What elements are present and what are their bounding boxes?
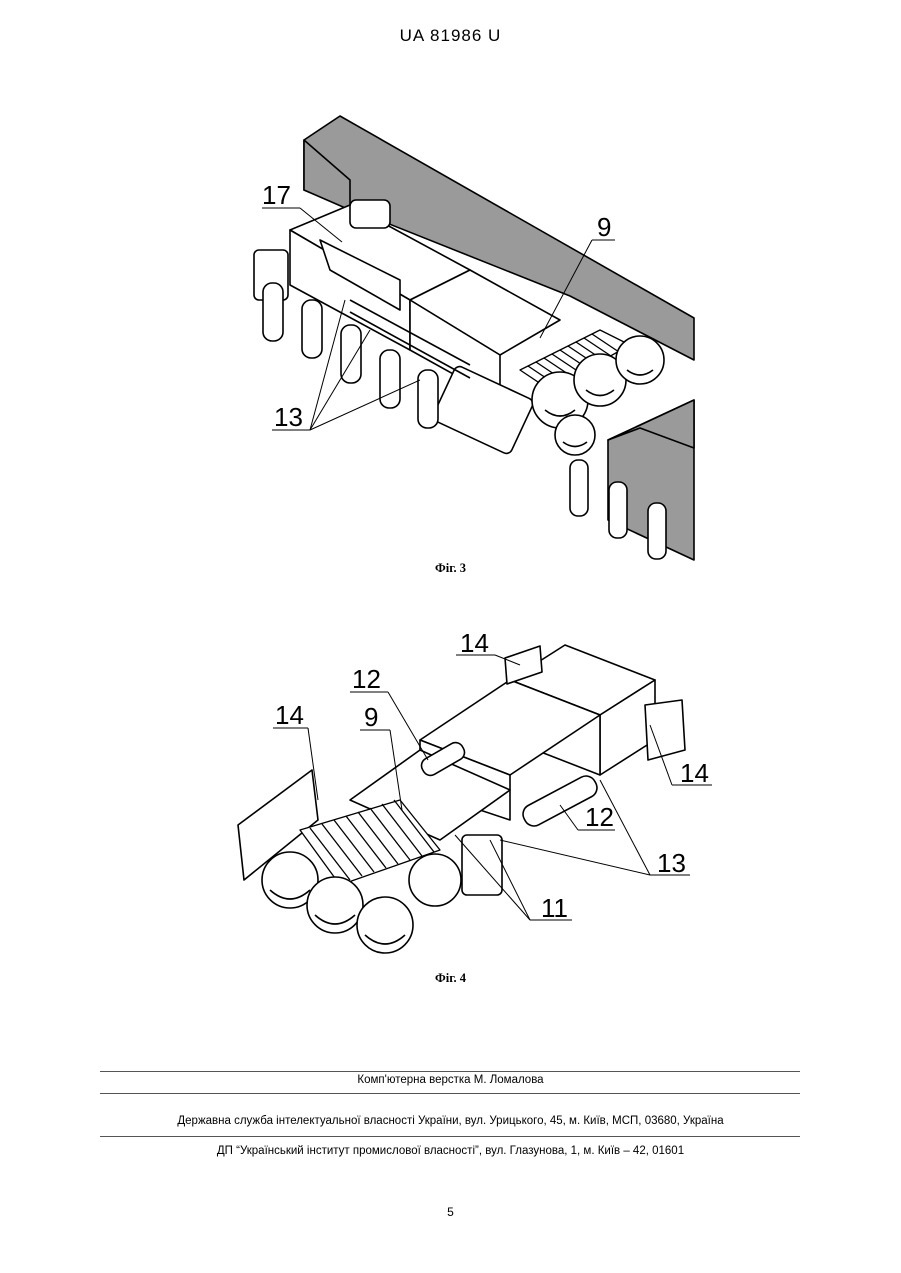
figure-3-caption: Фіг. 3 xyxy=(0,561,901,576)
layout-credit: Комп'ютерна верстка М. Ломалова xyxy=(0,1074,901,1086)
fig3-label-17: 17 xyxy=(262,180,291,210)
footer-rule-top xyxy=(100,1071,800,1072)
figure-4-caption: Фіг. 4 xyxy=(0,971,901,986)
agency-address: Державна служба інтелектуальної власност… xyxy=(0,1115,901,1127)
institute-address: ДП “Український інститут промислової вла… xyxy=(0,1145,901,1157)
page-number: 5 xyxy=(0,1205,901,1219)
footer-rule-bottom xyxy=(100,1136,800,1137)
fig3-label-9: 9 xyxy=(597,212,611,242)
footer-rule-middle xyxy=(100,1093,800,1094)
fig3-label-13: 13 xyxy=(274,402,303,432)
